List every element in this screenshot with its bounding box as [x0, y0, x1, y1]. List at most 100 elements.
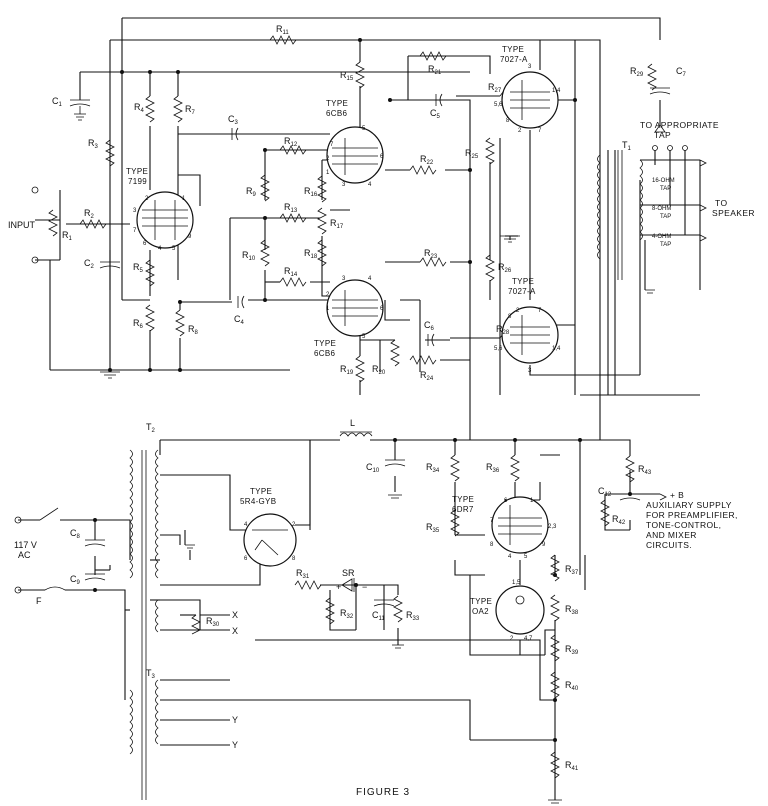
aux-label-1: AUXILIARY SUPPLY [646, 500, 732, 510]
tube-7027a-bot-type: TYPE [512, 277, 534, 286]
appropriate-tap-label-2: TAP [654, 130, 671, 140]
pin: 8 [292, 556, 296, 562]
label-t3: T3 [146, 668, 156, 680]
pin: 9 [542, 542, 546, 548]
pin: 7 [490, 518, 494, 524]
pin: 4 [508, 554, 512, 560]
label-sr-minus: − [362, 582, 367, 592]
aux-label-3: TONE-CONTROL, [646, 520, 721, 530]
label-c11: C11 [372, 610, 385, 622]
label-r2: R2 [84, 208, 95, 220]
pin: 8 [490, 542, 494, 548]
label-heater-x2: X [232, 626, 238, 636]
label-r17: R17 [330, 218, 344, 230]
terminals [14, 124, 707, 594]
pin: 7 [538, 308, 542, 314]
selenium-rectifier [341, 578, 355, 592]
tube-oa2-model: OA2 [472, 607, 489, 616]
label-c8: C8 [70, 528, 81, 540]
pin: 4 [368, 182, 372, 188]
tube-labels: TYPE 7199 TYPE 6CB6 TYPE 6CB6 TYPE 7027-… [126, 45, 536, 616]
tube-oa2-type: TYPE [470, 597, 492, 606]
label-r34: R34 [426, 462, 440, 474]
figure-caption: FIGURE 3 [356, 787, 410, 798]
label-heater-x1: X [232, 610, 238, 620]
pin: 2 [516, 308, 520, 314]
tube-7199-model: 7199 [128, 177, 147, 186]
label-r31: R31 [296, 568, 310, 580]
label-r30: R30 [206, 616, 220, 628]
label-c4: C4 [234, 314, 245, 326]
ground-symbols [100, 235, 655, 804]
label-r42: R42 [612, 514, 626, 526]
pin: 1 [530, 498, 534, 504]
label-c9: C9 [70, 574, 81, 586]
pin: 4,7 [524, 636, 533, 642]
label-r43: R43 [638, 464, 652, 476]
label-choke: L [350, 418, 355, 428]
label-t1: T1 [622, 140, 632, 152]
ac-line-label-1: 117 V [14, 540, 37, 550]
pin: 6 [143, 241, 147, 247]
pin: 3 [342, 276, 346, 282]
label-fuse: F [36, 596, 42, 606]
pin: 5 [172, 246, 176, 252]
label-r37: R37 [565, 564, 579, 576]
label-r9: R9 [246, 186, 257, 198]
pin: 1 [182, 196, 186, 202]
tube-envelopes [136, 71, 559, 635]
annotation-labels: INPUT 117 V AC TO APPROPRIATE TAP 16-OHM… [8, 120, 755, 798]
pin: 3 [528, 368, 532, 374]
label-r22: R22 [420, 154, 434, 166]
plus-b-label: + B [670, 490, 684, 500]
pin: 1,5 [512, 580, 521, 586]
label-r14: R14 [284, 266, 298, 278]
label-t2: T2 [146, 422, 156, 434]
label-r24: R24 [420, 370, 434, 382]
label-r20: R20 [372, 364, 386, 376]
label-heater-y1: Y [232, 715, 238, 725]
label-r28: R28 [496, 324, 510, 336]
label-r15: R15 [340, 70, 354, 82]
pin: 2 [145, 196, 149, 202]
tube-6cb6-bot-type: TYPE [314, 339, 336, 348]
label-r16: R16 [304, 186, 318, 198]
pin: 6 [504, 498, 508, 504]
label-r38: R38 [565, 604, 579, 616]
pin: 1,4 [552, 346, 561, 352]
component-labels: T1 T2 T3 L SR + − F X X Y Y [36, 140, 632, 750]
label-r21: R21 [428, 64, 442, 76]
appropriate-tap-label-1: TO APPROPRIATE [640, 120, 719, 130]
label-c2: C2 [84, 258, 95, 270]
pin: 2 [326, 292, 330, 298]
transformer-coils [129, 150, 643, 800]
tap4-label: 4-OHM [652, 234, 671, 240]
tube-6cb6-bot-model: 6CB6 [314, 349, 335, 358]
pin: 8 [506, 118, 510, 124]
label-r26: R26 [498, 262, 512, 274]
tube-6dr7-type: TYPE [452, 495, 474, 504]
pin: 4 [158, 246, 162, 252]
pin: 5 [362, 126, 366, 132]
tap16-word: TAP [660, 186, 671, 192]
label-c1: C1 [52, 96, 63, 108]
label-r27: R27 [488, 82, 502, 94]
pin: 6 [244, 556, 248, 562]
pin: 7 [538, 128, 542, 134]
tube-7027a-top-type: TYPE [502, 45, 524, 54]
label-r23: R23 [424, 248, 438, 260]
tube-7027a-top-model: 7027-A [500, 55, 528, 64]
label-r10: R10 [242, 250, 256, 262]
tube-6dr7-model: 6DR7 [452, 505, 474, 514]
label-c10: C10 [366, 462, 380, 474]
label-c6: C6 [424, 320, 435, 332]
pin: 6 [380, 306, 384, 312]
label-r6: R6 [133, 318, 144, 330]
junctions [93, 38, 632, 742]
label-r5: R5 [133, 262, 144, 274]
pin: 3 [342, 182, 346, 188]
tube-6cb6-top [326, 126, 384, 184]
pin: 3 [528, 64, 532, 70]
label-r11: R11 [276, 24, 289, 36]
label-r36: R36 [486, 462, 500, 474]
